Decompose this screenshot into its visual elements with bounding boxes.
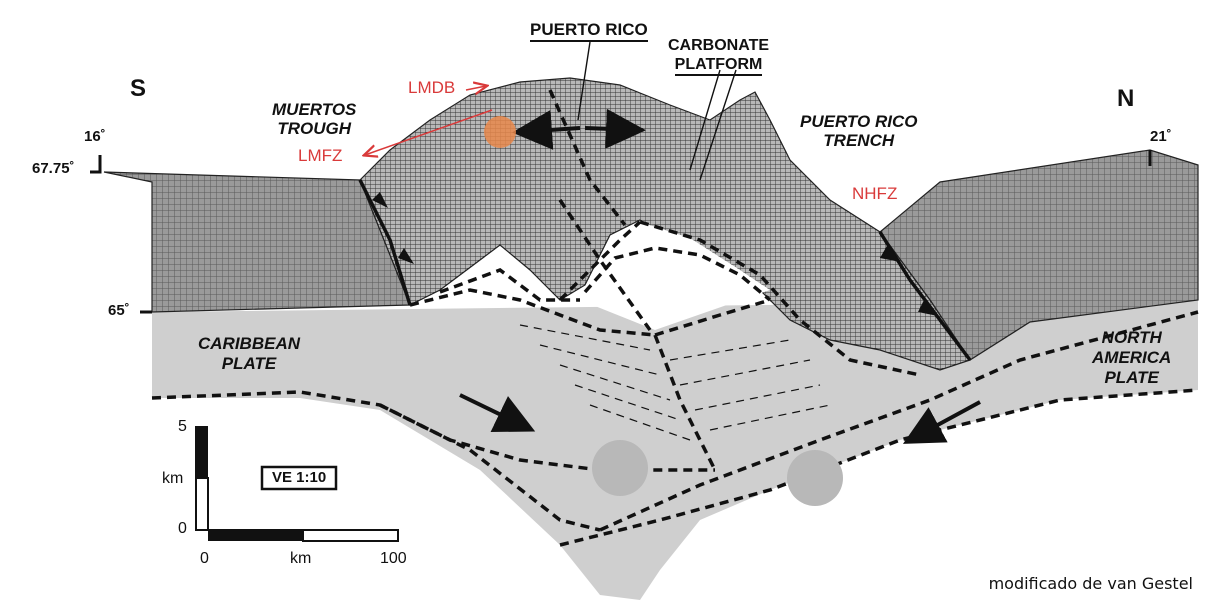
carbonate-platform-line-2-text: PLATFORM bbox=[674, 56, 763, 76]
na-line-3: PLATE bbox=[1104, 368, 1159, 387]
north-label: N bbox=[1117, 85, 1135, 112]
na-line-2: AMERICA bbox=[1092, 348, 1172, 367]
north-america-plate-label: NORTH AMERICA PLATE bbox=[1092, 328, 1171, 388]
plate-motion-arrows bbox=[459, 108, 981, 444]
grey-blob-right bbox=[787, 450, 843, 506]
ve-label: VE 1:10 bbox=[272, 469, 327, 486]
carbonate-platform-label: CARBONATE PLATFORM bbox=[668, 36, 770, 76]
crust-cavity bbox=[580, 222, 770, 330]
trench-line-2: TRENCH bbox=[823, 131, 895, 150]
credit-text: modificado de van Gestel bbox=[988, 574, 1193, 593]
nhfz-label: NHFZ bbox=[852, 184, 898, 203]
scale-v-bottom: 0 bbox=[178, 520, 187, 537]
muertos-trough-line-1: MUERTOS bbox=[272, 100, 357, 119]
muertos-trough-line-2: TROUGH bbox=[277, 119, 352, 138]
lon-65-label: 65˚ bbox=[108, 302, 130, 319]
puerto-rico-trench-label: PUERTO RICO TRENCH bbox=[800, 112, 917, 150]
red-annotation-arrows bbox=[365, 86, 493, 155]
caribbean-line-2: PLATE bbox=[221, 354, 277, 373]
scale-v-top: 5 bbox=[178, 418, 187, 435]
scale-h-right: 100 bbox=[380, 550, 407, 567]
caribbean-seafloor-block bbox=[103, 171, 411, 313]
caribbean-plate-label: CARIBBEAN PLATE bbox=[198, 334, 300, 374]
lat-21-label: 21˚ bbox=[1150, 128, 1172, 145]
lmfz-label: LMFZ bbox=[298, 146, 343, 165]
carbonate-platform-line-1: CARBONATE bbox=[668, 37, 770, 54]
scale-h-unit: km bbox=[290, 550, 312, 567]
carbonate-platform-line-2: PLATFORM bbox=[668, 55, 769, 76]
muertos-trough-label: MUERTOS TROUGH bbox=[272, 100, 356, 138]
puerto-rico-label: PUERTO RICO bbox=[530, 20, 648, 42]
coordinate-ticks bbox=[90, 150, 1152, 314]
lon-label: 67.75˚ bbox=[32, 160, 75, 177]
lmdb-location-marker bbox=[484, 116, 516, 148]
label-leaders bbox=[577, 41, 737, 181]
puerto-rico-topography bbox=[359, 77, 971, 371]
lmdb-label: LMDB bbox=[408, 78, 456, 97]
scale-bar bbox=[195, 426, 399, 542]
grey-blob-left bbox=[592, 440, 648, 496]
structural-dashed-lines bbox=[151, 89, 1199, 547]
na-line-1: NORTH bbox=[1101, 328, 1162, 347]
plate-body bbox=[152, 300, 1198, 600]
puerto-rico-text: PUERTO RICO bbox=[530, 20, 648, 42]
scale-v-unit: km bbox=[162, 470, 184, 487]
caribbean-line-1: CARIBBEAN bbox=[198, 334, 300, 353]
thrust-teeth bbox=[372, 192, 938, 316]
trench-line-1: PUERTO RICO bbox=[800, 112, 918, 131]
scale-h-left: 0 bbox=[200, 550, 209, 567]
south-label: S bbox=[130, 75, 147, 102]
lat-16-label: 16˚ bbox=[84, 128, 106, 145]
strata-thin-dashes bbox=[519, 324, 831, 441]
